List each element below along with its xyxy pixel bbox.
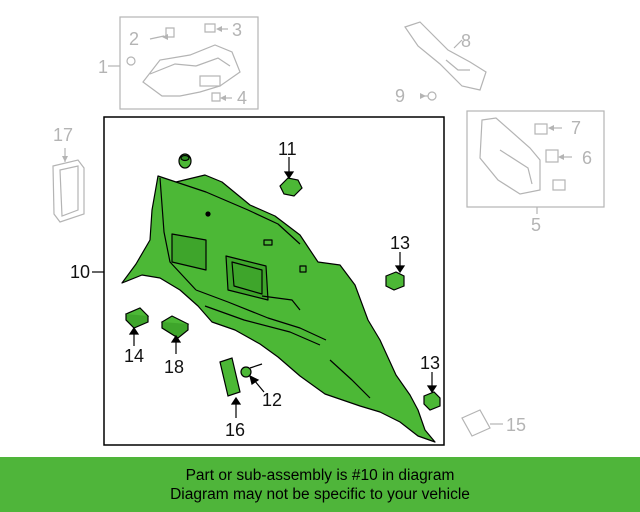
callout-11: 11 [278,139,297,159]
part-16-strip [219,357,242,418]
callout-2: 2 [129,29,139,49]
callout-15: 15 [506,415,526,435]
part-12-screw [240,363,265,393]
callout-14: 14 [124,346,144,366]
callout-16: 16 [225,420,245,440]
callout-9: 9 [395,86,405,106]
callout-4: 4 [237,88,247,108]
part-11-knob [178,153,303,197]
part-13-clip-lower [423,372,441,411]
banner-line-2: Diagram may not be specific to your vehi… [170,485,470,503]
part-17-panel [52,148,85,223]
callout-5: 5 [531,215,541,235]
callout-8: 8 [461,31,471,51]
callout-3: 3 [232,20,242,40]
callout-13-upper: 13 [390,233,410,253]
callout-12: 12 [262,390,282,410]
callout-13-lower: 13 [420,353,440,373]
part-8-bracket [404,21,487,101]
info-banner: Part or sub-assembly is #10 in diagram D… [0,457,640,512]
banner-line-1: Part or sub-assembly is #10 in diagram [185,466,455,484]
subassembly-box-right [466,110,605,214]
callout-10: 10 [70,262,90,282]
callout-18: 18 [164,357,184,377]
part-15-clip [461,409,503,437]
main-frame [103,116,445,446]
callout-7: 7 [571,118,581,138]
callout-6: 6 [582,148,592,168]
part-13-clip-upper [385,252,406,291]
callout-17: 17 [53,125,73,145]
part-18-clip [160,315,190,354]
callout-1: 1 [98,57,108,77]
gray-arrows [62,26,564,162]
part-10-quarter-trim-panel [121,174,436,443]
part-14-clip [124,307,150,346]
